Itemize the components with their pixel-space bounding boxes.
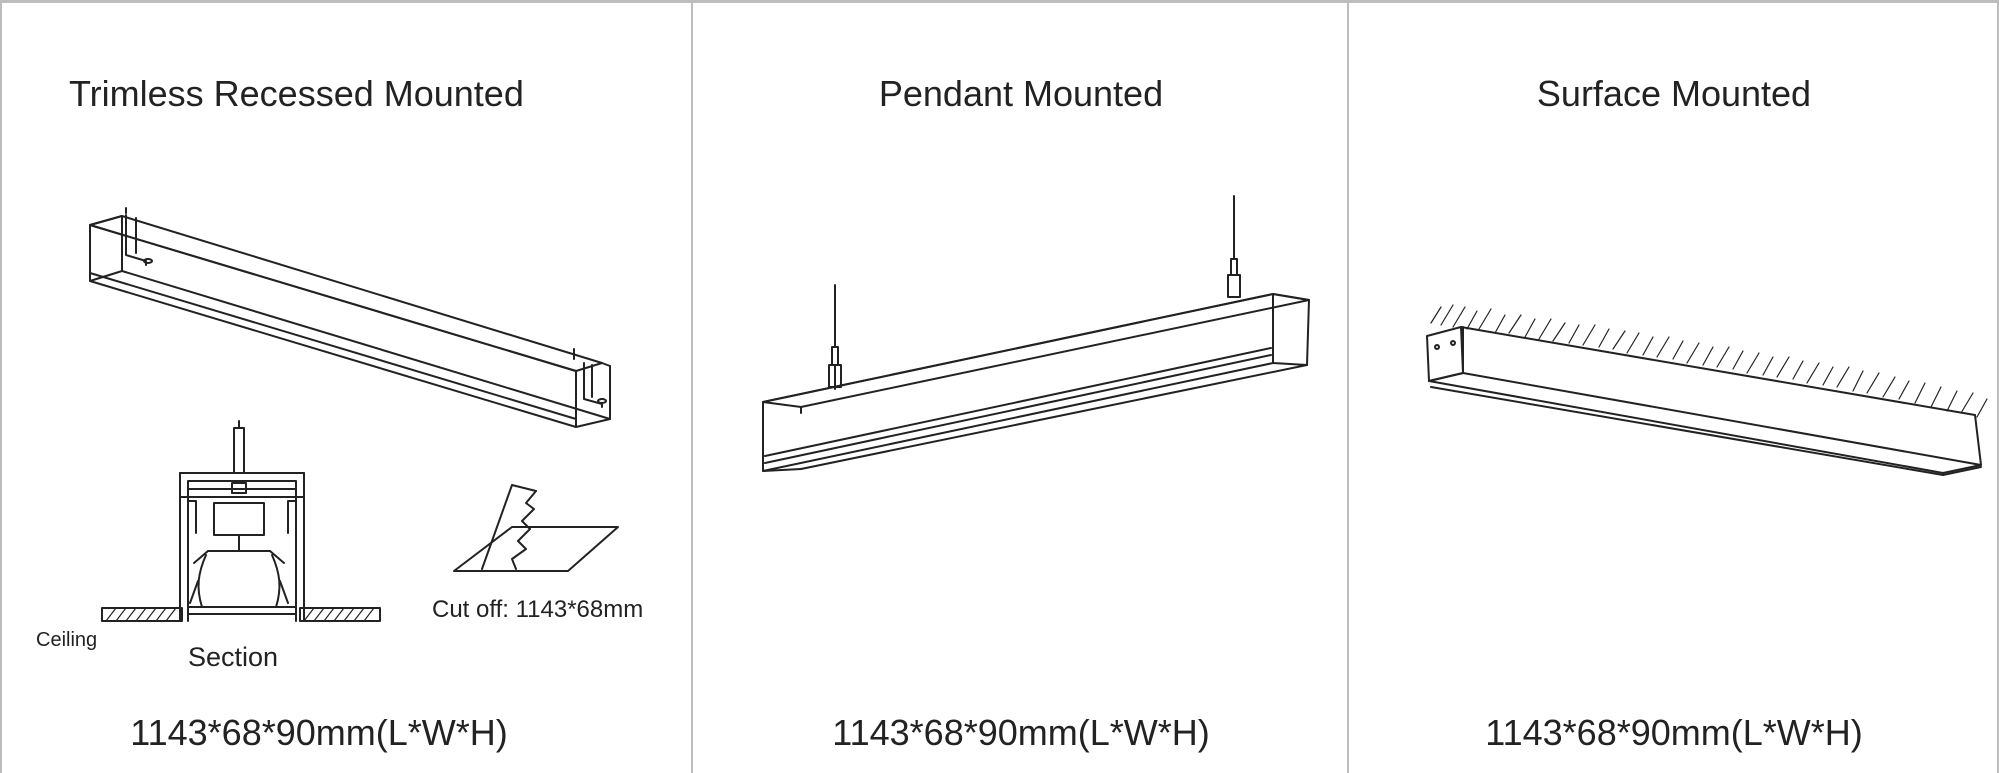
- dimensions-pendant: 1143*68*90mm(L*W*H): [832, 712, 1210, 753]
- panel-pendant: Pendant Mounted: [691, 3, 1349, 773]
- pendant-illustration: [762, 195, 1310, 472]
- panel-title-surface: Surface Mounted: [1536, 73, 1812, 114]
- pendant-luminaire-icon: [762, 195, 1310, 472]
- section-label: Section: [188, 642, 279, 672]
- dimensions-recessed: 1143*68*90mm(L*W*H): [130, 712, 508, 753]
- panel-title-pendant: Pendant Mounted: [878, 73, 1164, 114]
- panel-title-recessed: Trimless Recessed Mounted: [69, 73, 524, 114]
- ceiling-hatch-icon: [1430, 304, 1988, 418]
- cut-off-sketch-icon: [453, 484, 619, 572]
- panel-trimless-recessed: Trimless Recessed Mounted: [2, 3, 691, 773]
- recessed-illustration: [89, 207, 619, 622]
- recessed-luminaire-icon: [89, 207, 611, 428]
- surface-illustration: [1426, 304, 1988, 476]
- cut-off-label: Cut off: 1143*68mm: [432, 596, 644, 623]
- panel-surface: Surface Mounted: [1347, 3, 1999, 773]
- section-drawing-icon: [101, 420, 381, 622]
- surface-luminaire-icon: [1426, 326, 1982, 476]
- dimensions-surface: 1143*68*90mm(L*W*H): [1485, 712, 1863, 753]
- ceiling-label: Ceiling: [36, 629, 98, 651]
